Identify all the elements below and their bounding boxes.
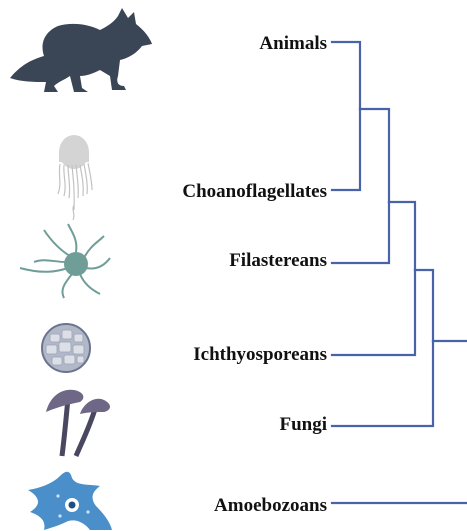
ichthyosporean-icon: [42, 324, 90, 372]
branch-fungi: [332, 341, 433, 426]
mushroom-icon: [46, 390, 110, 456]
taxon-label-filastereans: Filastereans: [229, 250, 327, 272]
amoeba-icon: [28, 472, 112, 530]
branch-choanoflagellates: [332, 109, 360, 190]
node-holozoa: [415, 270, 433, 341]
taxon-label-fungi: Fungi: [279, 414, 327, 436]
fox-icon: [10, 8, 152, 92]
node-animals-choano: [360, 109, 389, 202]
filasterean-icon: [20, 224, 110, 298]
branch-filastereans: [332, 202, 389, 263]
choanoflagellate-icon: [58, 135, 92, 220]
taxon-label-choanoflagellates: Choanoflagellates: [182, 181, 327, 203]
taxon-label-animals: Animals: [259, 33, 327, 55]
node-filozoa: [389, 202, 415, 270]
taxon-label-amoebozoans: Amoebozoans: [214, 495, 327, 517]
branch-animals: [332, 42, 360, 109]
branch-ichthyosporeans: [332, 270, 415, 355]
taxon-label-ichthyosporeans: Ichthyosporeans: [193, 344, 327, 366]
tree-branches: [332, 42, 467, 503]
